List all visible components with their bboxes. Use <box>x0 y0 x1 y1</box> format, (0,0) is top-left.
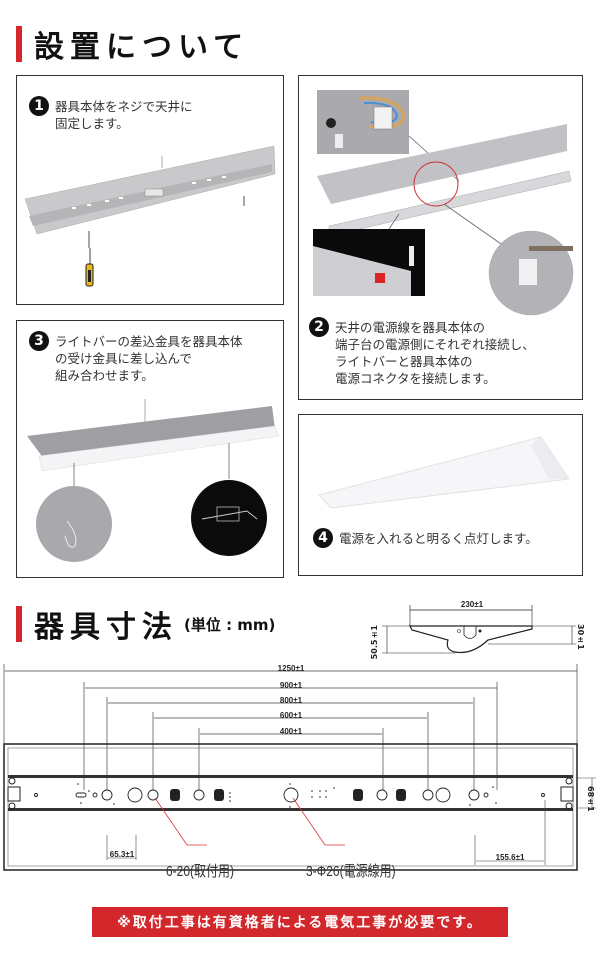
title-accent-bar <box>16 26 22 62</box>
right-offset-label: 155.6±1 <box>495 853 525 862</box>
cross-section-drawing <box>382 605 576 654</box>
top-view-drawing <box>3 664 596 871</box>
electrical-work-notice: ※取付工事は有資格者による電気工事が必要です。 <box>92 907 508 937</box>
step-1-instruction: 1 器具本体をネジで天井に 固定します。 <box>29 96 193 132</box>
left-offset-label: 65.3±1 <box>109 850 135 859</box>
step-number-badge: 2 <box>309 317 329 337</box>
lit-fixture-illustration <box>318 436 570 509</box>
mounting-hole-label: 6-20(取付用) <box>166 863 235 880</box>
body-width-label: 68±1 <box>586 786 595 812</box>
step-3-instruction: 3 ライトバーの差込金具を器具本体 の受け金具に差し込んで 組み合わせます。 <box>29 331 243 384</box>
power-hole-label: 3-Φ26(電源線用) <box>306 863 396 880</box>
installation-section-header: 設置について <box>16 22 249 66</box>
step-number-badge: 3 <box>29 331 49 351</box>
spacing-900-label: 900±1 <box>279 681 303 690</box>
ceiling-mount-illustration <box>24 145 276 287</box>
step-2-panel: 2 天井の電源線を器具本体の 端子台の電源側にそれぞれ接続し、 ライトバーと器具… <box>298 75 583 400</box>
dimensions-unit: (単位 : mm) <box>184 615 276 634</box>
cross-section-body-height-label: 30±1 <box>576 624 585 650</box>
step-4-instruction: 4 電源を入れると明るく点灯します。 <box>313 528 538 548</box>
spacing-400-label: 400±1 <box>279 727 303 736</box>
step-number-badge: 4 <box>313 528 333 548</box>
lightbar-assembly-illustration <box>27 399 280 562</box>
spacing-800-label: 800±1 <box>279 696 303 705</box>
cross-section-total-height-label: 50.5±1 <box>370 625 379 660</box>
step-2-instruction: 2 天井の電源線を器具本体の 端子台の電源側にそれぞれ接続し、 ライトバーと器具… <box>309 317 535 387</box>
step-number-badge: 1 <box>29 96 49 116</box>
overall-length-label: 1250±1 <box>277 664 305 673</box>
title-accent-bar <box>16 606 22 642</box>
wiring-connection-illustration <box>313 90 574 316</box>
step-1-panel: 1 器具本体をネジで天井に 固定します。 <box>16 75 284 305</box>
step-3-panel: 3 ライトバーの差込金具を器具本体 の受け金具に差し込んで 組み合わせます。 <box>16 320 284 578</box>
dimensions-section-header: 器具寸法 (単位 : mm) <box>16 602 275 646</box>
dimensions-title: 器具寸法 <box>34 610 178 645</box>
cross-section-width-label: 230±1 <box>460 600 484 609</box>
installation-title: 設置について <box>34 30 250 65</box>
step-4-panel: 4 電源を入れると明るく点灯します。 <box>298 414 583 576</box>
spacing-600-label: 600±1 <box>279 711 303 720</box>
